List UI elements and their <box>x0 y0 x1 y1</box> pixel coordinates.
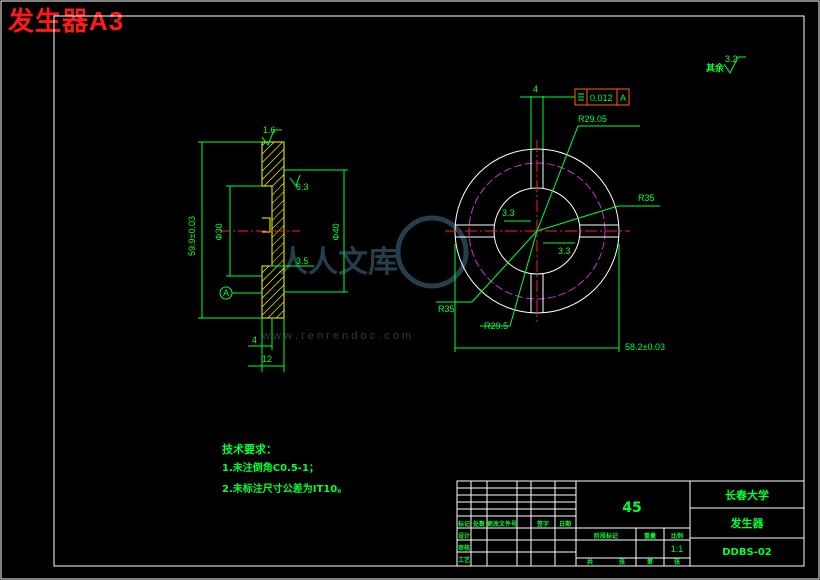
tb-sig-2: 工艺 <box>458 556 470 564</box>
front-view: 0.012 A 4 R29.05 R35 R35 R29.5 3.3 3.3 5… <box>436 84 665 352</box>
tb-rev-h2: 更改文件号 <box>487 520 517 528</box>
tb-rev-h1: 处数 <box>472 520 486 528</box>
dim-radius-outer: R35 <box>638 193 655 203</box>
tb-stage-h2: 比例 <box>671 532 683 540</box>
tb-scale: 1:1 <box>671 544 684 554</box>
roughness-general-prefix: 其余 <box>706 62 725 74</box>
side-view: 59.9±0.03 Φ30 Φ40 1.6 6.3 3.5 12 4 A <box>187 125 348 372</box>
dim-outer-height: 59.9±0.03 <box>187 216 197 256</box>
note-item-2: 2.未标注尺寸公差为IT10。 <box>222 482 347 495</box>
roughness-face: 6.3 <box>296 182 309 192</box>
roughness-top: 1.6 <box>263 125 276 135</box>
tolerance-frame: 0.012 A <box>574 88 630 106</box>
tb-drawing-no: DDBS-02 <box>722 547 772 558</box>
title-block: 45 长春大学 发生器 DDBS-02 标记 处数 更改文件号 签字 日期 设计… <box>456 480 805 567</box>
dim-radius-pitch-top: R29.05 <box>578 114 607 124</box>
tb-stage-h0: 阶段标记 <box>594 532 618 540</box>
dim-radius-outer-bottom: R35 <box>438 304 455 314</box>
tb-sheet-2: 第 <box>646 558 653 566</box>
dim-bore: Φ30 <box>214 223 224 240</box>
tb-sheet-3: 张 <box>674 558 681 566</box>
watermark: 人人文库 w w w . r e n r e n d o c . c o m <box>261 215 469 342</box>
page-title: 发生器A3 <box>8 6 125 36</box>
dim-slot-width: 4 <box>533 84 538 94</box>
note-item-1: 1.未注倒角C0.5-1； <box>222 461 319 474</box>
tb-school: 长春大学 <box>725 488 769 502</box>
technical-notes: 技术要求： 1.未注倒角C0.5-1； 2.未标注尺寸公差为IT10。 <box>222 442 347 495</box>
dim-step: 3.5 <box>296 256 309 266</box>
dim-hub: Φ40 <box>331 223 341 240</box>
tb-rev-h0: 标记 <box>457 520 470 528</box>
roughness-general-value: 3.2 <box>725 54 738 64</box>
tolerance-value: 0.012 <box>590 93 613 103</box>
tb-sig-0: 设计 <box>458 532 470 540</box>
tb-rev-h4: 日期 <box>559 520 571 528</box>
watermark-url: w w w . r e n r e n d o c . c o m <box>261 330 411 342</box>
dim-flange: 4 <box>252 335 257 345</box>
tb-material: 45 <box>622 500 641 516</box>
dim-offset-left: 3.3 <box>502 208 515 218</box>
tb-sig-1: 审核 <box>458 544 470 552</box>
datum-label: A <box>223 288 229 298</box>
notes-heading: 技术要求： <box>222 442 277 456</box>
dim-overall: 58.2±0.03 <box>625 342 665 352</box>
tb-sheet-1: 张 <box>619 558 626 566</box>
tb-rev-h3: 签字 <box>536 520 549 528</box>
inner-border <box>53 15 805 567</box>
roughness-general: 其余 3.2 <box>706 54 746 74</box>
dim-offset-right: 3.3 <box>558 246 571 256</box>
tb-stage-h1: 重量 <box>644 532 656 540</box>
tb-sheet-0: 共 <box>587 558 593 566</box>
watermark-logo-text: 人人文库 <box>278 245 398 279</box>
tb-part-name: 发生器 <box>730 516 765 530</box>
dim-width: 12 <box>262 354 272 364</box>
tolerance-datum: A <box>620 93 626 103</box>
dim-radius-pitch-bottom: R29.5 <box>484 321 508 331</box>
